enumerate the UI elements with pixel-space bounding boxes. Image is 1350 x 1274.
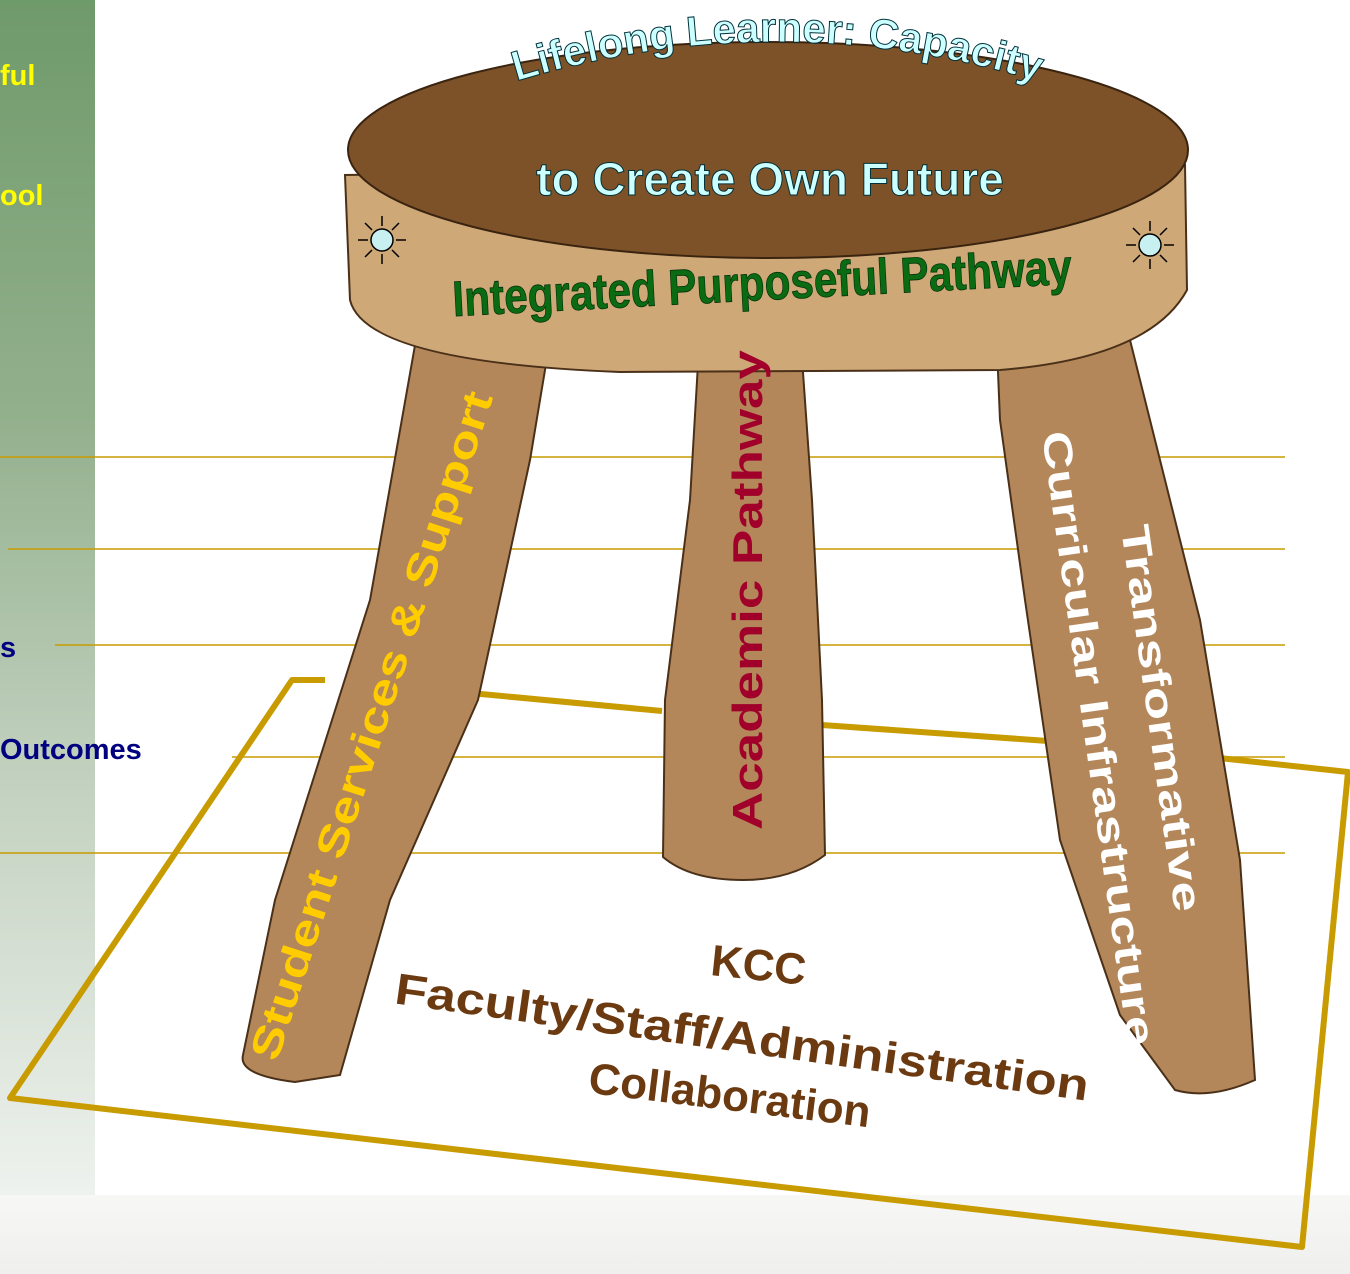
leg-middle-label: Academic Pathway: [724, 349, 771, 830]
base-text-line1: KCC: [709, 936, 809, 995]
sun-icon-left: [358, 216, 406, 264]
leg-left: [241, 298, 557, 1084]
base-frame: [7, 677, 1350, 1250]
leg-right: [993, 299, 1257, 1095]
sidebar-fragment-3: s: [0, 632, 17, 664]
seat-top-line2: to Create Own Future: [536, 153, 1004, 205]
bottom-fade: [0, 1195, 1350, 1274]
sidebar-fragment-1: ful: [0, 60, 36, 92]
seat-top: [347, 41, 1189, 259]
sidebar-fragment-4: Outcomes: [0, 734, 142, 766]
sun-icon-right: [1126, 221, 1174, 269]
base-frame-back-right: [821, 722, 1049, 744]
base-frame-back-left: [469, 690, 663, 714]
leg-middle: [661, 329, 827, 882]
sidebar-fragment-2: ool: [0, 180, 44, 212]
